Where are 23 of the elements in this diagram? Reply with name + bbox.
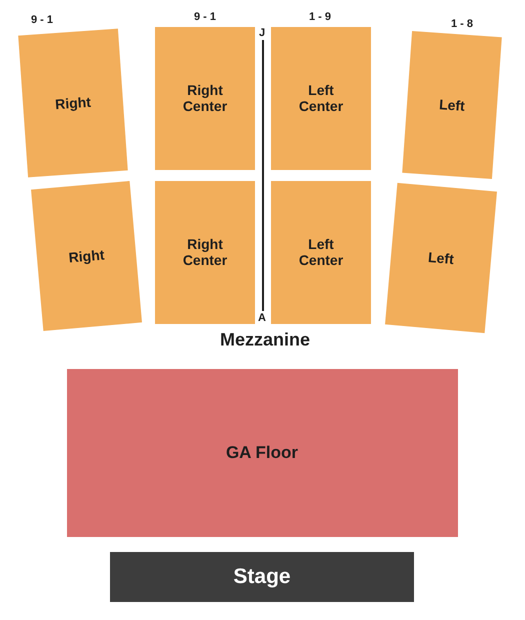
section-label: Left Center [298, 236, 344, 268]
row-range: 9 - 1 [194, 11, 216, 23]
section-label: Right [54, 92, 92, 114]
area-heading: Mezzanine [220, 330, 310, 350]
seating-section [271, 180, 371, 324]
row-letter: J [258, 27, 266, 39]
floor-area [66, 369, 458, 537]
row-range: 9 - 1 [31, 14, 53, 26]
seating-section [155, 180, 255, 324]
section-label: GA Floor [226, 443, 298, 463]
seating-section [155, 26, 255, 170]
stage-area [110, 552, 414, 602]
row-range: 1 - 8 [451, 18, 473, 30]
section-label: Left [426, 248, 456, 270]
section-label: Right Center [182, 82, 228, 114]
seating-section [271, 26, 371, 170]
section-label: Right [66, 245, 106, 268]
row-letter: A [258, 312, 266, 324]
section-label: Left [438, 95, 466, 116]
section-label: Stage [233, 565, 291, 589]
row-range: 1 - 9 [309, 11, 331, 23]
section-label: Right Center [182, 236, 228, 268]
section-label: Left Center [298, 82, 344, 114]
